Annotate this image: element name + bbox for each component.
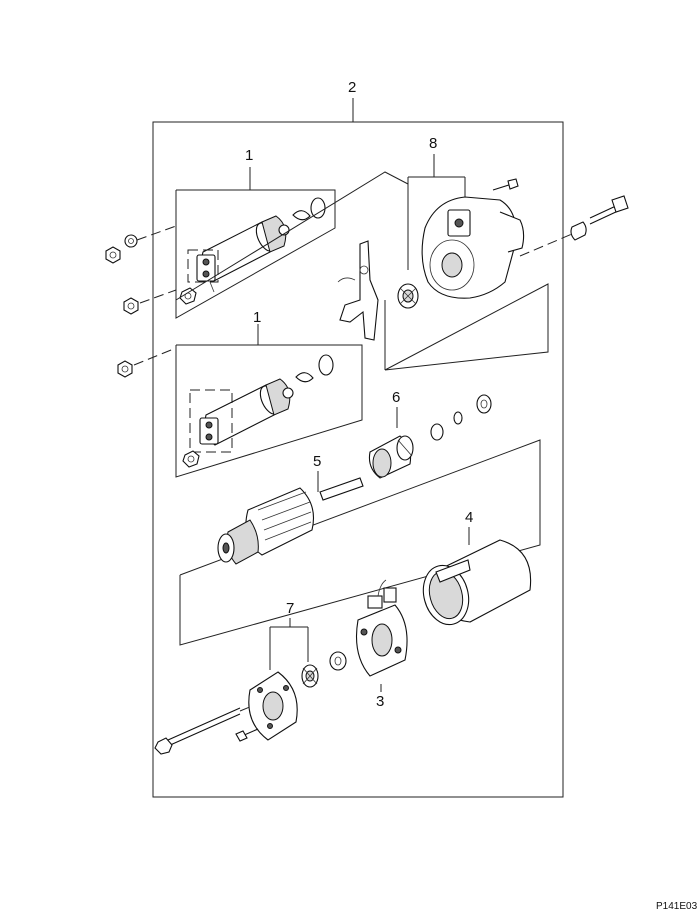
pinion-gear [397,283,419,309]
armature-group: 5 [179,439,541,646]
solenoid-group-lower: 1 [175,309,363,478]
washer-brush [329,651,347,671]
callout-2: 2 [348,79,356,96]
snap-ring [453,411,463,425]
nut-left-low [117,360,133,378]
bearing-gear [301,664,319,688]
pinion-clutch-group: 6 [368,389,492,479]
assembly-frame [152,121,564,798]
nut-solenoid-lower [182,450,200,468]
drive-housing-group: 8 [384,135,549,371]
yoke-group: 4 [422,509,532,626]
brush-holder [355,579,408,677]
callout-6: 6 [392,389,400,406]
solenoid-lower [199,378,294,446]
brush-holder-group: 3 [329,579,408,710]
small-screw-bottom [235,728,259,742]
yoke [422,539,532,626]
solenoid-group-upper: 1 [175,147,336,319]
callout-3: 3 [376,693,384,710]
figure-code: P141E03 [656,901,698,912]
callout-8: 8 [429,135,437,152]
shift-lever [337,240,379,341]
rear-cover [248,671,298,741]
nut-left-mid [123,297,139,315]
armature [217,477,364,565]
through-bolt-top-right [589,195,629,225]
rear-cover-group: 7 [248,600,319,741]
callout-1-lower: 1 [253,309,261,326]
washer-left-top [124,234,138,248]
callout-1-upper: 1 [245,147,253,164]
callout-7: 7 [286,600,294,617]
nut-left-top [105,246,121,264]
washer-clutch [476,394,492,414]
callout-4: 4 [465,509,473,526]
ring-seal-upper [310,197,326,219]
ring-seal-lower [318,354,334,376]
callout-5: 5 [313,453,321,470]
through-bolt-bottom [154,705,253,755]
sleeve-top-right [570,221,587,241]
housing-bolt-top [492,178,519,191]
stop-ring [430,423,444,441]
overrunning-clutch [368,435,414,479]
